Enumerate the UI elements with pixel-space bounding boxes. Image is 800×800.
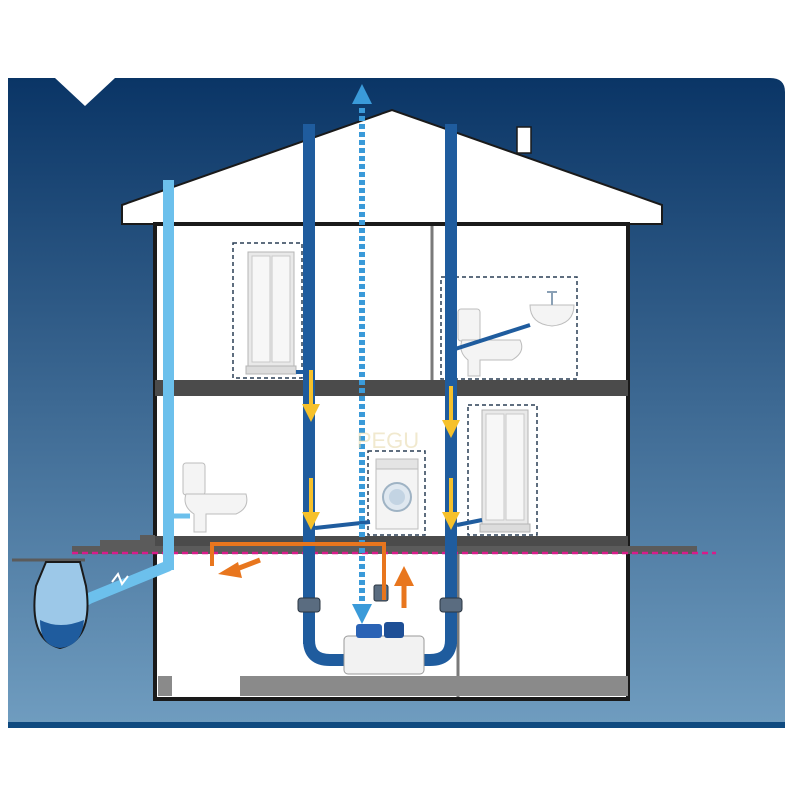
washing-machine-icon — [375, 458, 419, 530]
flow-arrow-down — [442, 478, 460, 530]
toilet-icon — [457, 308, 523, 377]
basement-step — [158, 676, 172, 696]
fixture-box-laundry — [367, 450, 426, 536]
pumped-discharge-pipe — [210, 542, 414, 608]
shower-icon — [479, 409, 531, 533]
ground-steps — [100, 535, 155, 546]
vent-pipe — [352, 84, 372, 624]
fixture-box-shower-upper — [232, 242, 303, 379]
pipe-break-symbol — [111, 571, 129, 587]
chimney — [516, 126, 532, 154]
septic-tank-icon — [33, 561, 89, 650]
washbasin-icon — [529, 291, 575, 327]
pump-unit-icon — [343, 622, 425, 675]
flow-arrows — [302, 370, 460, 530]
flow-arrow-down — [442, 386, 460, 438]
house-roof — [121, 108, 663, 225]
flow-arrow-down — [302, 370, 320, 422]
watermark-logo: PEGU — [357, 428, 419, 453]
toilet-icon — [182, 462, 248, 533]
panel-bottom-bar — [8, 722, 785, 728]
shower-icon — [245, 251, 297, 375]
basement-floor — [240, 676, 628, 696]
floor-slab-upper — [155, 380, 628, 396]
fixture-box-shower-middle — [467, 404, 538, 536]
flow-arrow-down — [302, 478, 320, 530]
